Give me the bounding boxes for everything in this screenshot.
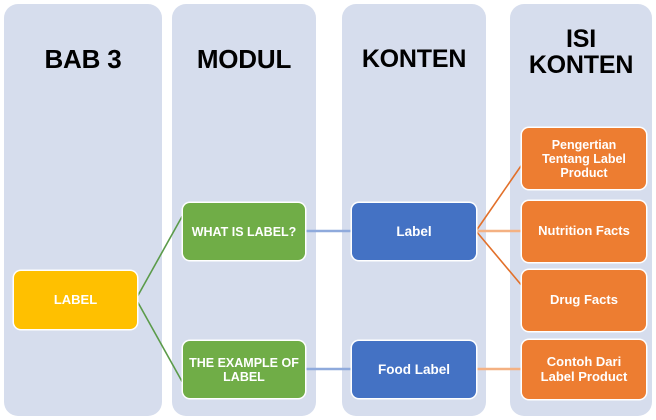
- node-what-is-label[interactable]: WHAT IS LABEL?: [183, 203, 305, 260]
- column-title-modul: MODUL: [196, 44, 292, 74]
- column-title-isi-konten: ISI KONTEN: [528, 25, 634, 80]
- node-drug-facts[interactable]: Drug Facts: [522, 270, 646, 331]
- node-label-root[interactable]: LABEL: [14, 271, 137, 329]
- node-food-label[interactable]: Food Label: [352, 341, 476, 398]
- column-title-bab3: BAB 3: [44, 44, 122, 74]
- column-panel-bab3: BAB 3: [4, 4, 162, 416]
- node-pengertian-tentang-label-product[interactable]: Pengertian Tentang Label Product: [522, 128, 646, 189]
- column-title-konten: KONTEN: [361, 45, 467, 73]
- node-contoh-dari-label-product[interactable]: Contoh Dari Label Product: [522, 340, 646, 399]
- node-label[interactable]: Label: [352, 203, 476, 260]
- node-nutrition-facts[interactable]: Nutrition Facts: [522, 201, 646, 262]
- node-the-example-of-label[interactable]: THE EXAMPLE OF LABEL: [183, 341, 305, 398]
